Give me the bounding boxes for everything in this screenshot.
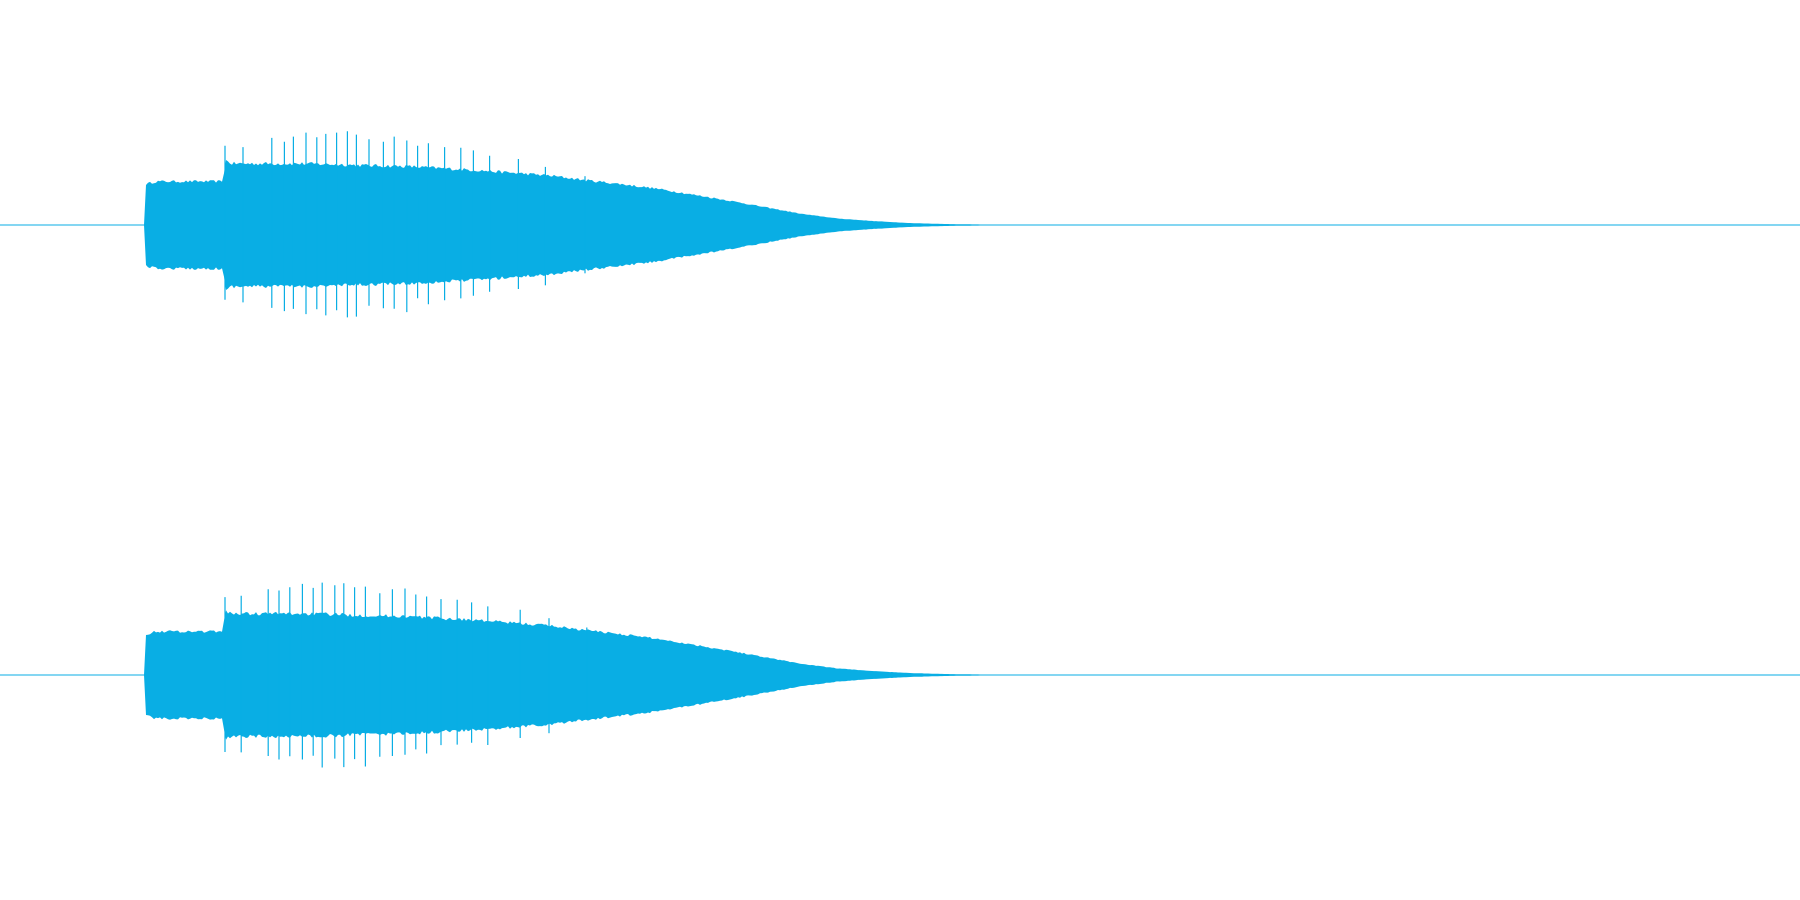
channel-2-waveform [0,610,1800,740]
channel-1 [0,131,1800,318]
channel-1-waveform [0,160,1800,290]
channel-2 [0,582,1800,768]
